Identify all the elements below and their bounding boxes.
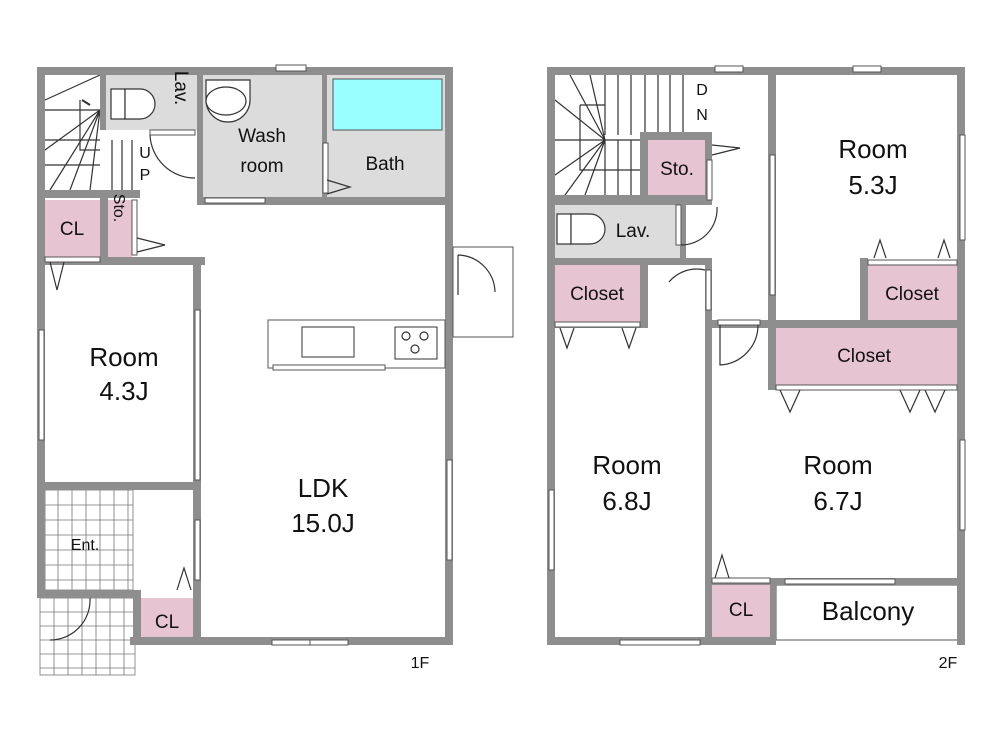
window [446, 459, 453, 561]
window [714, 65, 744, 73]
storage-door[interactable] [131, 199, 138, 256]
window [959, 134, 966, 241]
stairs-label: P [140, 167, 151, 184]
room-label-cl: CL [155, 612, 179, 633]
toilet-icon [556, 213, 606, 245]
room-label-room: Room [89, 342, 158, 372]
storage-1f [108, 200, 132, 257]
closet-2f-left [555, 265, 640, 322]
lavatory-door[interactable] [675, 204, 682, 246]
closet-door[interactable] [711, 577, 771, 584]
window [852, 65, 882, 73]
entrance-tiles [39, 489, 136, 676]
floor-label-2f: 2F [939, 655, 958, 672]
stove-icon [394, 326, 438, 360]
staircase-1f [44, 74, 133, 191]
closet-room53 [868, 265, 957, 320]
room-label-wash: room [240, 156, 283, 177]
lavatory-door[interactable] [149, 129, 196, 136]
sliding-door[interactable] [204, 197, 266, 204]
window [271, 639, 311, 646]
closet-door[interactable] [554, 321, 641, 328]
door-swings [49, 134, 353, 591]
room-label-sto: Sto. [110, 194, 127, 222]
closet-door[interactable] [44, 256, 101, 263]
bathtub [332, 78, 443, 131]
room-area-room: 6.7J [813, 486, 862, 516]
room-label-wash: Wash [238, 126, 286, 147]
closet-1f-lower [137, 598, 193, 637]
room-label-closet: Closet [885, 284, 940, 305]
sink-icon [301, 326, 355, 358]
sliding-door[interactable] [194, 519, 201, 581]
window [548, 489, 555, 571]
storage-2f [648, 140, 705, 195]
room-label-lav: Lav. [616, 221, 651, 242]
closet-2f-cl [712, 585, 770, 637]
room-area-room: 6.8J [602, 486, 651, 516]
window [275, 64, 307, 72]
room-label-balcony: Balcony [822, 596, 915, 626]
room-door[interactable] [705, 269, 712, 311]
staircase-2f [554, 74, 684, 196]
room-label-ent: Ent. [71, 537, 99, 554]
room-label-closet: Closet [570, 284, 625, 305]
room-label-cl: CL [729, 600, 753, 621]
room-area-room: 5.3J [848, 170, 897, 200]
balcony [775, 584, 961, 641]
balcony-door[interactable] [784, 578, 896, 585]
closet-wide [776, 328, 957, 385]
window [959, 439, 966, 531]
floor-1: Lav. Wash room Bath U P CL Sto. Room 4.3… [37, 64, 514, 676]
room-area-ldk: 15.0J [291, 508, 355, 538]
toilet-icon [110, 88, 156, 120]
room-label-closet: Closet [837, 346, 892, 367]
room-label-sto: Sto. [660, 159, 694, 180]
window [38, 329, 45, 441]
closet-1f-upper [45, 200, 100, 257]
room-label-bath: Bath [365, 154, 404, 175]
door-swings [559, 144, 951, 579]
room-label-ldk: LDK [298, 473, 349, 503]
room-label-lav: Lav. [170, 71, 191, 106]
storage-door[interactable] [706, 159, 713, 201]
closet-door[interactable] [775, 384, 958, 391]
stairs-label: N [696, 107, 708, 124]
room-label-room: Room [803, 450, 872, 480]
kitchen-counter [267, 319, 446, 371]
washbasin-icon [205, 79, 251, 123]
floor-2: D N Sto. Lav. Closet Room 5.3J Closet Cl… [547, 65, 966, 672]
stairs-label: U [139, 145, 151, 162]
closet-door[interactable] [867, 259, 958, 266]
room-area-room: 4.3J [99, 376, 148, 406]
window [309, 639, 349, 646]
bath-door[interactable] [322, 142, 329, 194]
room-label-cl: CL [60, 219, 84, 240]
room-door[interactable] [717, 319, 761, 326]
floor-label-1f: 1F [411, 655, 430, 672]
sliding-door[interactable] [769, 154, 776, 296]
sliding-door[interactable] [194, 309, 201, 481]
stairs-label: D [696, 82, 708, 99]
room-label-room: Room [592, 450, 661, 480]
exterior-unit [452, 246, 514, 338]
window [619, 639, 701, 646]
room-label-room: Room [838, 134, 907, 164]
